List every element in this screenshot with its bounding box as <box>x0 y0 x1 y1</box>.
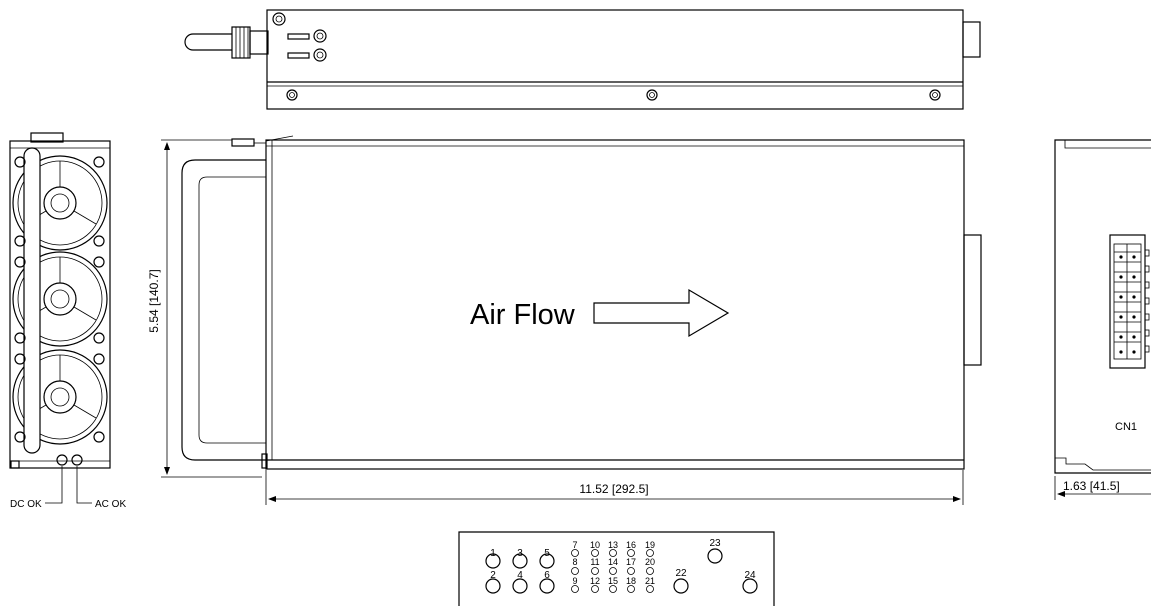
pin-15: 15 <box>608 576 618 593</box>
air-flow-label: Air Flow <box>470 299 576 331</box>
height-dimension: 5.54 [140.7] <box>147 139 262 478</box>
svg-text:14: 14 <box>608 557 618 567</box>
pin-17: 17 <box>626 557 636 575</box>
pin-9: 9 <box>571 576 579 593</box>
pin-21: 21 <box>645 576 655 593</box>
svg-text:4: 4 <box>517 570 523 581</box>
height-dimension-label: 5.54 [140.7] <box>147 269 161 332</box>
svg-text:12: 12 <box>590 576 600 586</box>
svg-text:22: 22 <box>675 568 687 579</box>
pin-13: 13 <box>608 540 618 557</box>
pin-4: 4 <box>512 570 528 594</box>
svg-text:13: 13 <box>608 540 618 550</box>
fan-screws <box>14 156 105 443</box>
pin-20: 20 <box>645 557 655 575</box>
pin-12: 12 <box>590 576 600 593</box>
width-dimension-label: 1.63 [41.5] <box>1063 479 1120 493</box>
pin-11: 11 <box>590 557 600 575</box>
svg-text:18: 18 <box>626 576 636 586</box>
cn1-connector <box>1109 234 1150 369</box>
pin-16: 16 <box>626 540 636 557</box>
pin-23: 23 <box>707 538 723 564</box>
length-dimension-label: 11.52 [292.5] <box>579 482 648 496</box>
svg-text:11: 11 <box>590 557 599 567</box>
side-view: Air Flow <box>181 135 982 470</box>
svg-text:21: 21 <box>645 576 655 586</box>
svg-text:19: 19 <box>645 540 655 550</box>
svg-text:17: 17 <box>626 557 636 567</box>
svg-text:24: 24 <box>744 570 756 581</box>
ac-ok-led <box>71 454 83 466</box>
pin-2: 2 <box>485 570 501 594</box>
pin-layout: 1 2 3 4 5 6 7 8 9 10 11 12 13 14 15 16 1… <box>458 531 775 606</box>
svg-text:9: 9 <box>572 576 577 586</box>
svg-text:20: 20 <box>645 557 655 567</box>
pin-24: 24 <box>742 570 758 594</box>
svg-text:7: 7 <box>572 540 577 550</box>
ac-ok-label: AC OK <box>95 499 126 510</box>
pin-22: 22 <box>673 568 689 594</box>
svg-text:8: 8 <box>572 557 577 567</box>
pin-5: 5 <box>539 548 555 569</box>
svg-text:15: 15 <box>608 576 618 586</box>
svg-text:16: 16 <box>626 540 636 550</box>
pin-8: 8 <box>571 557 579 575</box>
front-view <box>9 132 111 504</box>
pin-14: 14 <box>608 557 618 575</box>
pin-3: 3 <box>512 548 528 569</box>
svg-text:6: 6 <box>544 570 550 581</box>
svg-text:23: 23 <box>709 538 721 549</box>
top-view <box>184 9 981 110</box>
svg-text:10: 10 <box>590 540 600 550</box>
pin-6: 6 <box>539 570 555 594</box>
pin-1: 1 <box>485 548 501 569</box>
pin-19: 19 <box>645 540 655 557</box>
fan-2 <box>12 251 108 347</box>
fan-1 <box>12 155 108 251</box>
pin-10: 10 <box>590 540 600 557</box>
cn1-label: CN1 <box>1115 421 1137 433</box>
rear-view: CN1 1.63 [41.5] <box>1054 139 1151 500</box>
dc-ok-led <box>56 454 68 466</box>
length-dimension: 11.52 [292.5] <box>265 470 964 505</box>
pin-18: 18 <box>626 576 636 593</box>
pin-7: 7 <box>571 540 579 557</box>
dc-ok-label: DC OK <box>10 499 42 510</box>
svg-text:2: 2 <box>490 570 496 581</box>
fan-3 <box>12 349 108 445</box>
